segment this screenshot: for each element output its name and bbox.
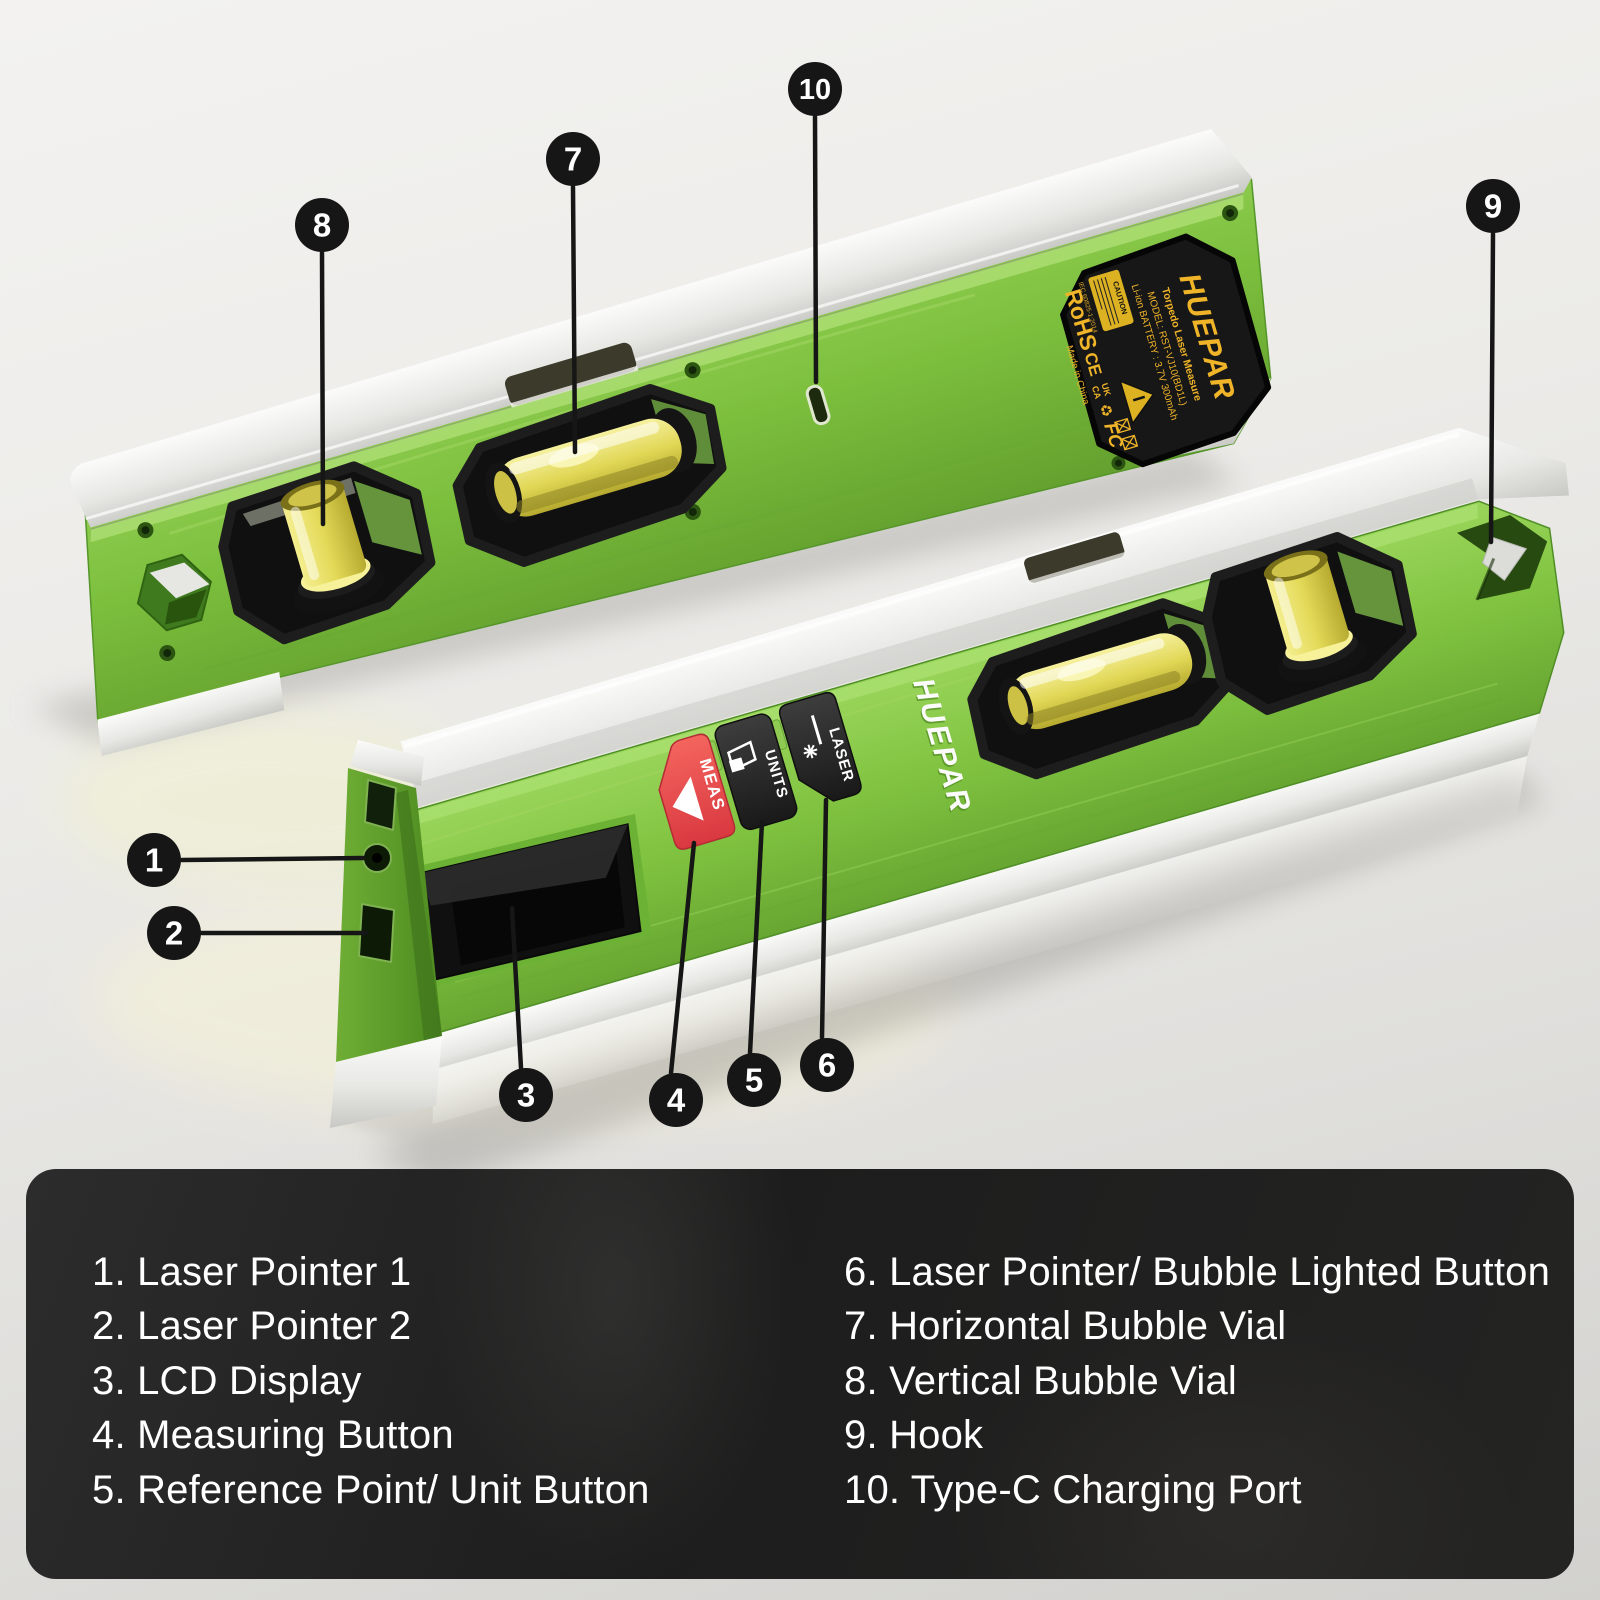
svg-text:2: 2 <box>165 915 183 952</box>
legend-item: 7. Horizontal Bubble Vial <box>844 1304 1287 1349</box>
end-face-bottom-cap <box>330 1036 442 1128</box>
bubble-vial-vertical-back <box>218 461 436 645</box>
bubble-vial-horizontal-back <box>452 384 727 567</box>
laser-pointer-1-hole <box>362 843 392 873</box>
meas-arrow-icon <box>672 776 704 821</box>
legend-column-right: 6. Laser Pointer/ Bubble Lighted Button … <box>844 1245 1550 1518</box>
legend-item: 5. Reference Point/ Unit Button <box>92 1467 650 1512</box>
caution-box: CAUTION <box>1088 269 1134 332</box>
silver-rail-back <box>70 128 1252 528</box>
laser-button: LASER <box>778 691 862 802</box>
callout-5: 5 <box>727 1053 781 1107</box>
callout-line-6 <box>819 797 829 1041</box>
legend-item: 3. LCD Display <box>92 1358 362 1403</box>
callout-markers: 1 2 3 4 5 6 7 8 9 10 <box>127 62 1520 1127</box>
callout-4: 4 <box>649 1073 703 1127</box>
units-icon <box>726 740 757 773</box>
callout-1: 1 <box>127 833 181 887</box>
callout-2: 2 <box>147 906 201 960</box>
svg-text:5: 5 <box>745 1062 763 1099</box>
callout-7: 7 <box>546 132 600 186</box>
laser-beam-icon <box>803 715 823 759</box>
legend-item: 9. Hook <box>844 1413 984 1458</box>
callout-lines <box>179 114 1496 1076</box>
caution-triangle-icon <box>1119 380 1155 425</box>
callout-line-7 <box>570 184 578 455</box>
legend-item: 8. Vertical Bubble Vial <box>844 1358 1237 1403</box>
meas-button: MEAS <box>658 733 736 850</box>
legend-item: 4. Measuring Button <box>92 1413 454 1458</box>
legend-item: 2. Laser Pointer 2 <box>92 1304 412 1349</box>
legend-panel: 1. Laser Pointer 1 2. Laser Pointer 2 3.… <box>26 1169 1574 1579</box>
callout-line-10 <box>812 114 819 385</box>
rail-slot-front <box>1024 532 1125 583</box>
screw-holes-back <box>137 205 1239 662</box>
spec-label: HUEPAR Torpedo Laser Measure MODEL: RST-… <box>1060 233 1272 468</box>
legend-column-left: 1. Laser Pointer 1 2. Laser Pointer 2 3.… <box>92 1245 650 1518</box>
rail-slot-back <box>505 342 637 406</box>
legend-item: 6. Laser Pointer/ Bubble Lighted Button <box>844 1249 1551 1294</box>
laser-pointer-2-hole <box>358 903 395 963</box>
label-ca: CA <box>1090 385 1103 401</box>
type-c-port <box>805 384 831 426</box>
front-left-end-face <box>330 740 442 1128</box>
svg-text:1: 1 <box>145 842 163 879</box>
bubble-vial-vertical-front <box>1201 531 1417 715</box>
rail-highlight <box>85 184 1239 521</box>
callout-6: 6 <box>800 1038 854 1092</box>
weee-icon <box>1113 417 1139 451</box>
front-rail-highlight <box>403 432 1460 749</box>
callout-9: 9 <box>1466 179 1520 233</box>
svg-text:10: 10 <box>799 74 831 106</box>
back-bottom-cap-left <box>97 672 285 756</box>
legend-item: 1. Laser Pointer 1 <box>92 1249 412 1294</box>
svg-text:9: 9 <box>1484 188 1502 225</box>
front-base-fade <box>432 756 1528 1125</box>
callout-line-8 <box>319 250 326 527</box>
front-rail-shade <box>413 478 1479 808</box>
units-button: UNITS <box>714 713 798 831</box>
end-face-shade <box>396 790 442 1041</box>
level-back-view: HUEPAR Torpedo Laser Measure MODEL: RST-… <box>70 128 1272 756</box>
recycle-icon: ♻ <box>1095 402 1115 420</box>
callout-line-3 <box>509 905 524 1071</box>
svg-text:7: 7 <box>564 141 582 178</box>
end-face-top-cap <box>350 740 424 786</box>
rail-slot-front-lip <box>1028 551 1127 586</box>
callout-line-4 <box>668 840 697 1076</box>
front-base <box>433 712 1540 1070</box>
callout-line-5 <box>747 819 765 1056</box>
front-groove-2 <box>459 697 1503 999</box>
svg-text:4: 4 <box>667 1082 686 1119</box>
end-face-slot <box>364 779 397 831</box>
callout-10: 10 <box>788 62 842 116</box>
hex-hole <box>136 553 212 632</box>
callout-3: 3 <box>499 1068 553 1122</box>
level-front-view: MEAS UNITS LASER <box>330 427 1569 1128</box>
hook-cutout <box>1456 514 1548 601</box>
svg-text:8: 8 <box>313 207 331 244</box>
face-groove-bottom <box>204 387 1208 671</box>
callout-line-1 <box>179 855 366 863</box>
label-uk: UK <box>1099 382 1112 398</box>
under-rail-bevel <box>90 194 1244 543</box>
svg-text:6: 6 <box>818 1047 836 1084</box>
callout-8: 8 <box>295 198 349 252</box>
legend-item: 10. Type-C Charging Port <box>844 1467 1302 1512</box>
callout-line-9 <box>1488 231 1496 545</box>
bubble-vial-horizontal-front <box>967 598 1237 780</box>
svg-text:3: 3 <box>517 1077 535 1114</box>
